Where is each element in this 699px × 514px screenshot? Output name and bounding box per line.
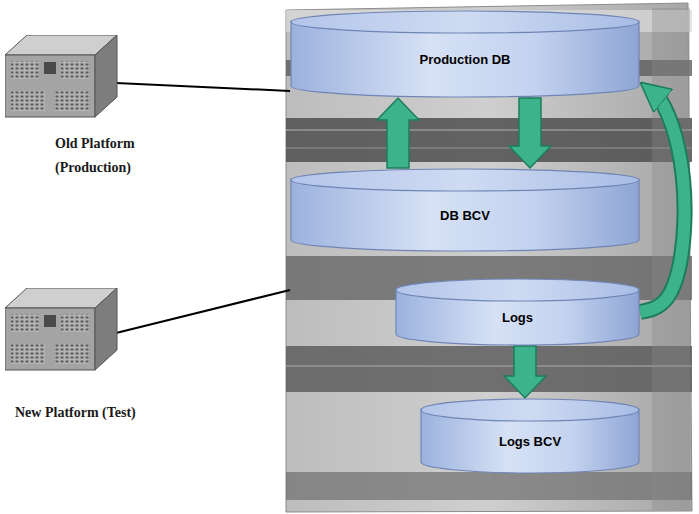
cylinder-top <box>291 169 639 191</box>
server-vent <box>11 61 39 79</box>
array-band <box>286 256 692 300</box>
block-arrow <box>377 98 419 168</box>
server-vent <box>61 314 89 332</box>
server-vent <box>11 344 45 364</box>
server-panel <box>44 315 56 327</box>
database-cylinder: Logs <box>395 278 640 346</box>
server-icon <box>5 288 120 373</box>
server-vent <box>55 91 89 111</box>
cylinder-label: Production DB <box>414 52 517 67</box>
block-arrow <box>504 346 546 398</box>
database-cylinder: DB BCV <box>290 168 640 252</box>
array-housing <box>286 3 692 512</box>
database-cylinder: Logs BCV <box>420 398 640 474</box>
platform-label: New Platform (Test) <box>15 401 177 425</box>
block-arrow-shape <box>377 98 419 168</box>
server-side <box>95 35 117 117</box>
server-node: Old Platform (Production) <box>5 35 165 180</box>
array-stripe <box>286 365 692 367</box>
cylinder-top <box>396 279 639 301</box>
cylinder-top <box>291 11 639 33</box>
cylinder-label: Logs BCV <box>493 434 567 449</box>
server-vent <box>11 314 39 332</box>
database-cylinder: Production DB <box>290 10 640 98</box>
platform-label: Old Platform (Production) <box>55 132 163 180</box>
cylinder-top <box>421 399 639 421</box>
server-vent <box>55 344 89 364</box>
server-icon <box>5 35 120 120</box>
array-band <box>286 346 692 392</box>
storage-array <box>286 3 692 512</box>
curved-arrow-shaft <box>640 95 685 312</box>
server-panel <box>44 62 56 74</box>
array-stripe <box>286 147 692 149</box>
server-vent <box>61 61 89 79</box>
array-stripe <box>286 129 692 131</box>
array-band <box>286 472 692 500</box>
server-front <box>5 55 95 117</box>
cylinder-label: DB BCV <box>434 208 496 223</box>
array-band <box>286 118 692 162</box>
curved-arrow-outline <box>640 95 685 312</box>
server-front <box>5 308 95 370</box>
cylinder-label: Logs <box>496 310 539 325</box>
server-vent <box>11 91 45 111</box>
server-node: New Platform (Test) <box>5 288 177 425</box>
block-arrow-shape <box>504 346 546 398</box>
curved-arrow <box>640 95 685 312</box>
wire <box>116 290 290 333</box>
connection-line-path <box>116 83 290 91</box>
connection-line <box>116 83 290 91</box>
block-arrow-shape <box>509 98 551 168</box>
server-side <box>95 288 117 370</box>
block-arrow <box>509 98 551 168</box>
